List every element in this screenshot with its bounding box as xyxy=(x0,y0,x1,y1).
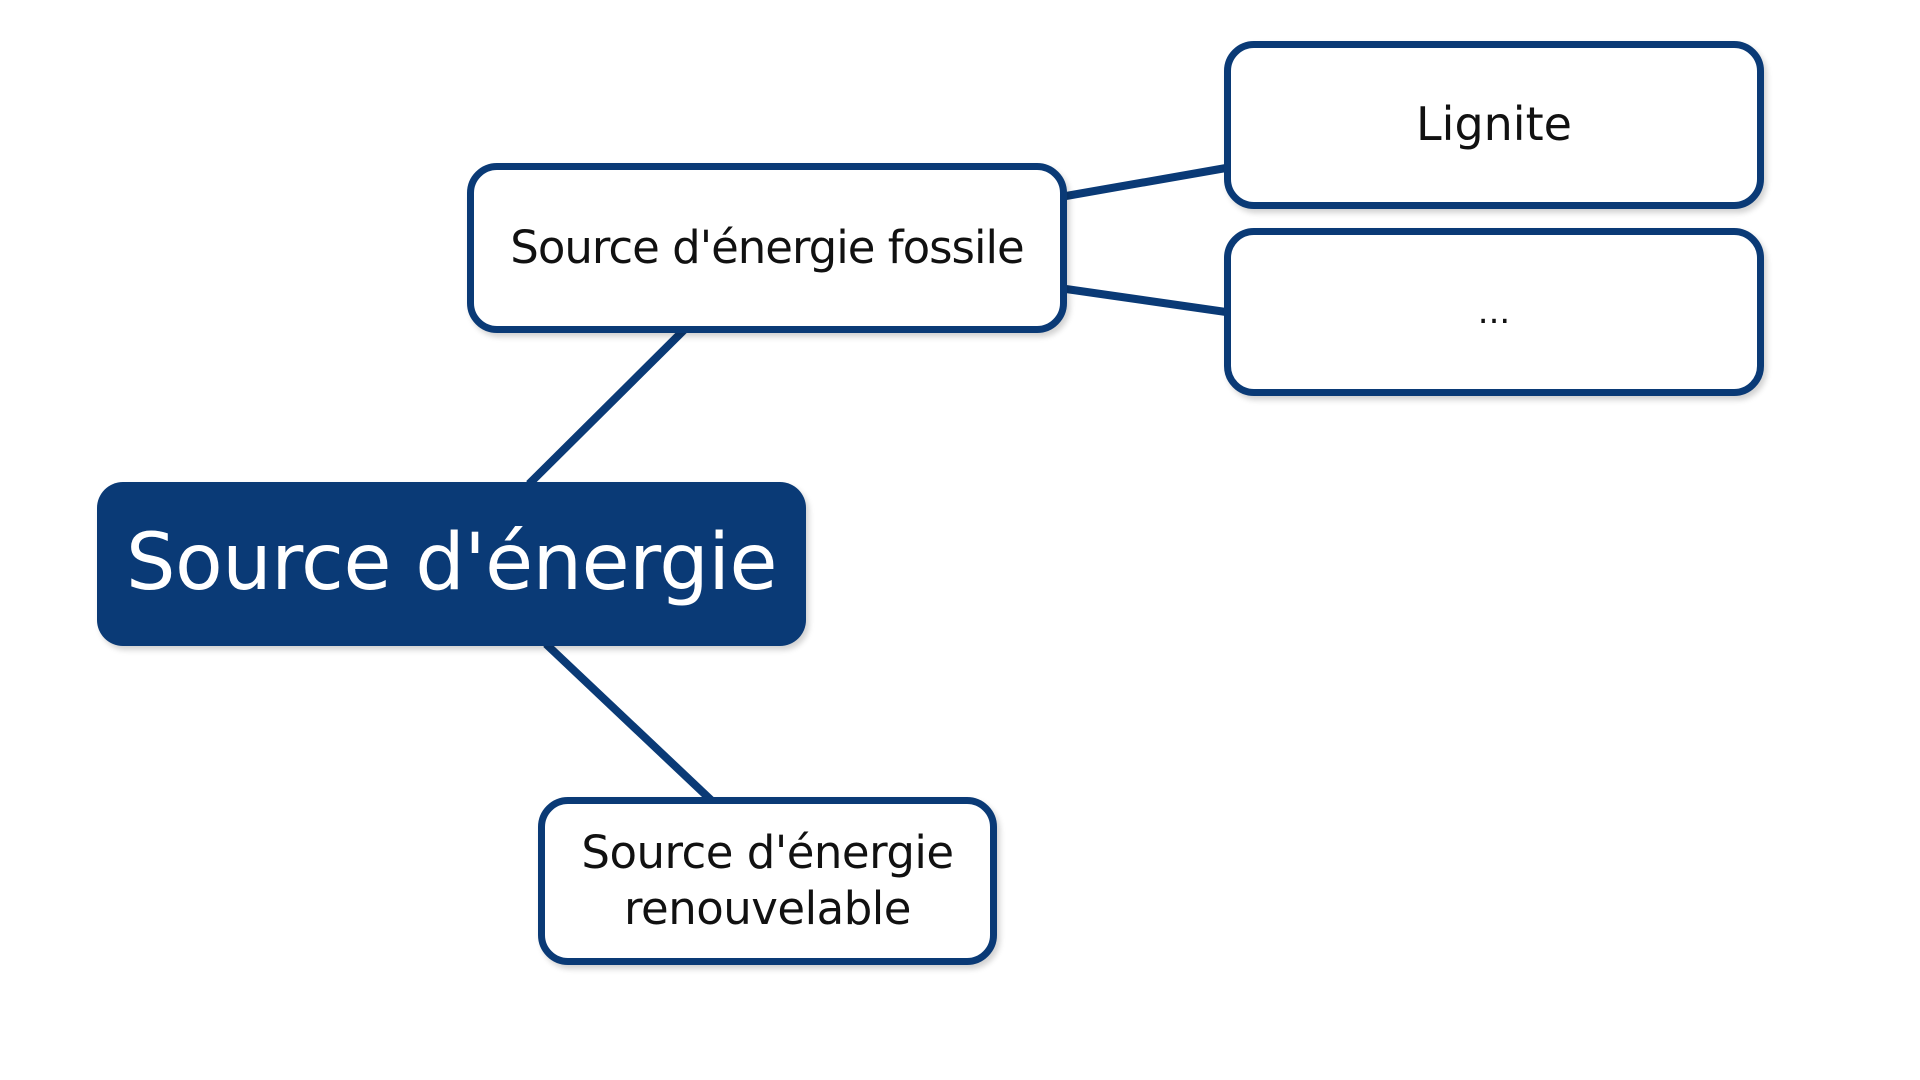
node-fossil-energy-label: Source d'énergie fossile xyxy=(510,220,1024,274)
connector-root-fossil xyxy=(526,327,687,487)
node-lignite-label: Lignite xyxy=(1416,97,1572,152)
node-more-label: ... xyxy=(1477,291,1511,332)
connector-fossil-lignite xyxy=(1065,164,1227,200)
node-fossil-energy[interactable]: Source d'énergie fossile xyxy=(467,163,1067,333)
connector-root-renewable xyxy=(543,641,714,803)
root-node-label: Source d'énergie xyxy=(126,518,777,609)
root-node[interactable]: Source d'énergie xyxy=(97,482,806,646)
node-lignite[interactable]: Lignite xyxy=(1224,41,1764,209)
node-more[interactable]: ... xyxy=(1224,228,1764,396)
connector-fossil-more xyxy=(1065,285,1227,316)
node-renewable-energy[interactable]: Source d'énergie renouvelable xyxy=(538,797,997,965)
node-renewable-energy-label: Source d'énergie renouvelable xyxy=(581,825,954,935)
